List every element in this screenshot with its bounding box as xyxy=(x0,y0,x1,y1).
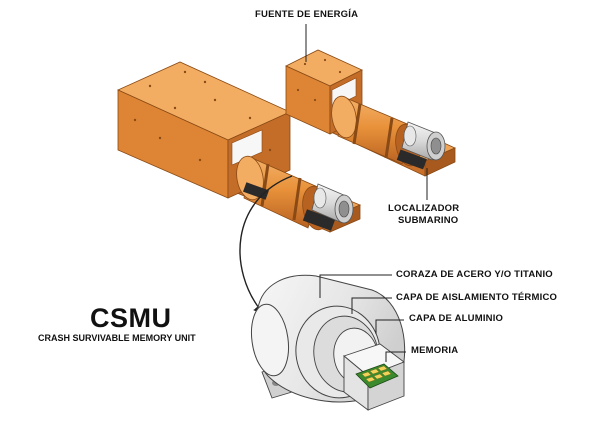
recorder-large xyxy=(117,61,362,233)
csmu-title: CSMU xyxy=(90,303,172,333)
label-locator-line1: LOCALIZADOR xyxy=(388,203,460,214)
label-power-supply: FUENTE DE ENERGÍA xyxy=(255,9,359,20)
zoom-arrow xyxy=(239,175,293,316)
label-insulation: CAPA DE AISLAMIENTO TÉRMICO xyxy=(396,292,558,303)
recorder-small xyxy=(285,49,456,177)
csmu-subtitle: CRASH SURVIVABLE MEMORY UNIT xyxy=(38,333,196,343)
csmu-cutaway xyxy=(250,274,406,411)
csmu-leaders xyxy=(319,274,406,362)
label-memory: MEMORIA xyxy=(411,345,459,356)
label-locator-line2: SUBMARINO xyxy=(398,215,459,226)
label-shell: CORAZA DE ACERO Y/O TITANIO xyxy=(396,269,553,280)
label-aluminum: CAPA DE ALUMINIO xyxy=(409,313,504,324)
